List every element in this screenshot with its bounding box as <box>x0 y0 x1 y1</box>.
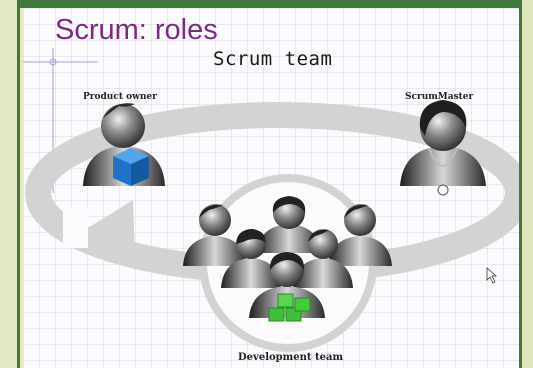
product-owner-label: Product owner <box>83 92 157 102</box>
mouse-cursor-icon <box>486 267 498 284</box>
green-blocks-icon <box>268 293 311 322</box>
slide-title: Scrum: roles <box>55 14 218 46</box>
blue-cube-icon <box>113 148 149 186</box>
scrum-team-heading: Scrum team <box>213 48 333 70</box>
whistle-icon <box>437 184 449 196</box>
right-border <box>519 0 533 368</box>
scrum-master-label: ScrumMaster <box>405 92 474 102</box>
top-border <box>20 0 519 8</box>
dev-team-group-icon <box>183 196 392 318</box>
left-border <box>0 0 20 368</box>
scrum-master-figure-icon <box>400 100 486 186</box>
scrum-diagram <box>23 48 519 352</box>
slide: Scrum: roles Scrum team Product owner Sc… <box>23 8 519 368</box>
development-team-label: Development team <box>238 352 344 363</box>
